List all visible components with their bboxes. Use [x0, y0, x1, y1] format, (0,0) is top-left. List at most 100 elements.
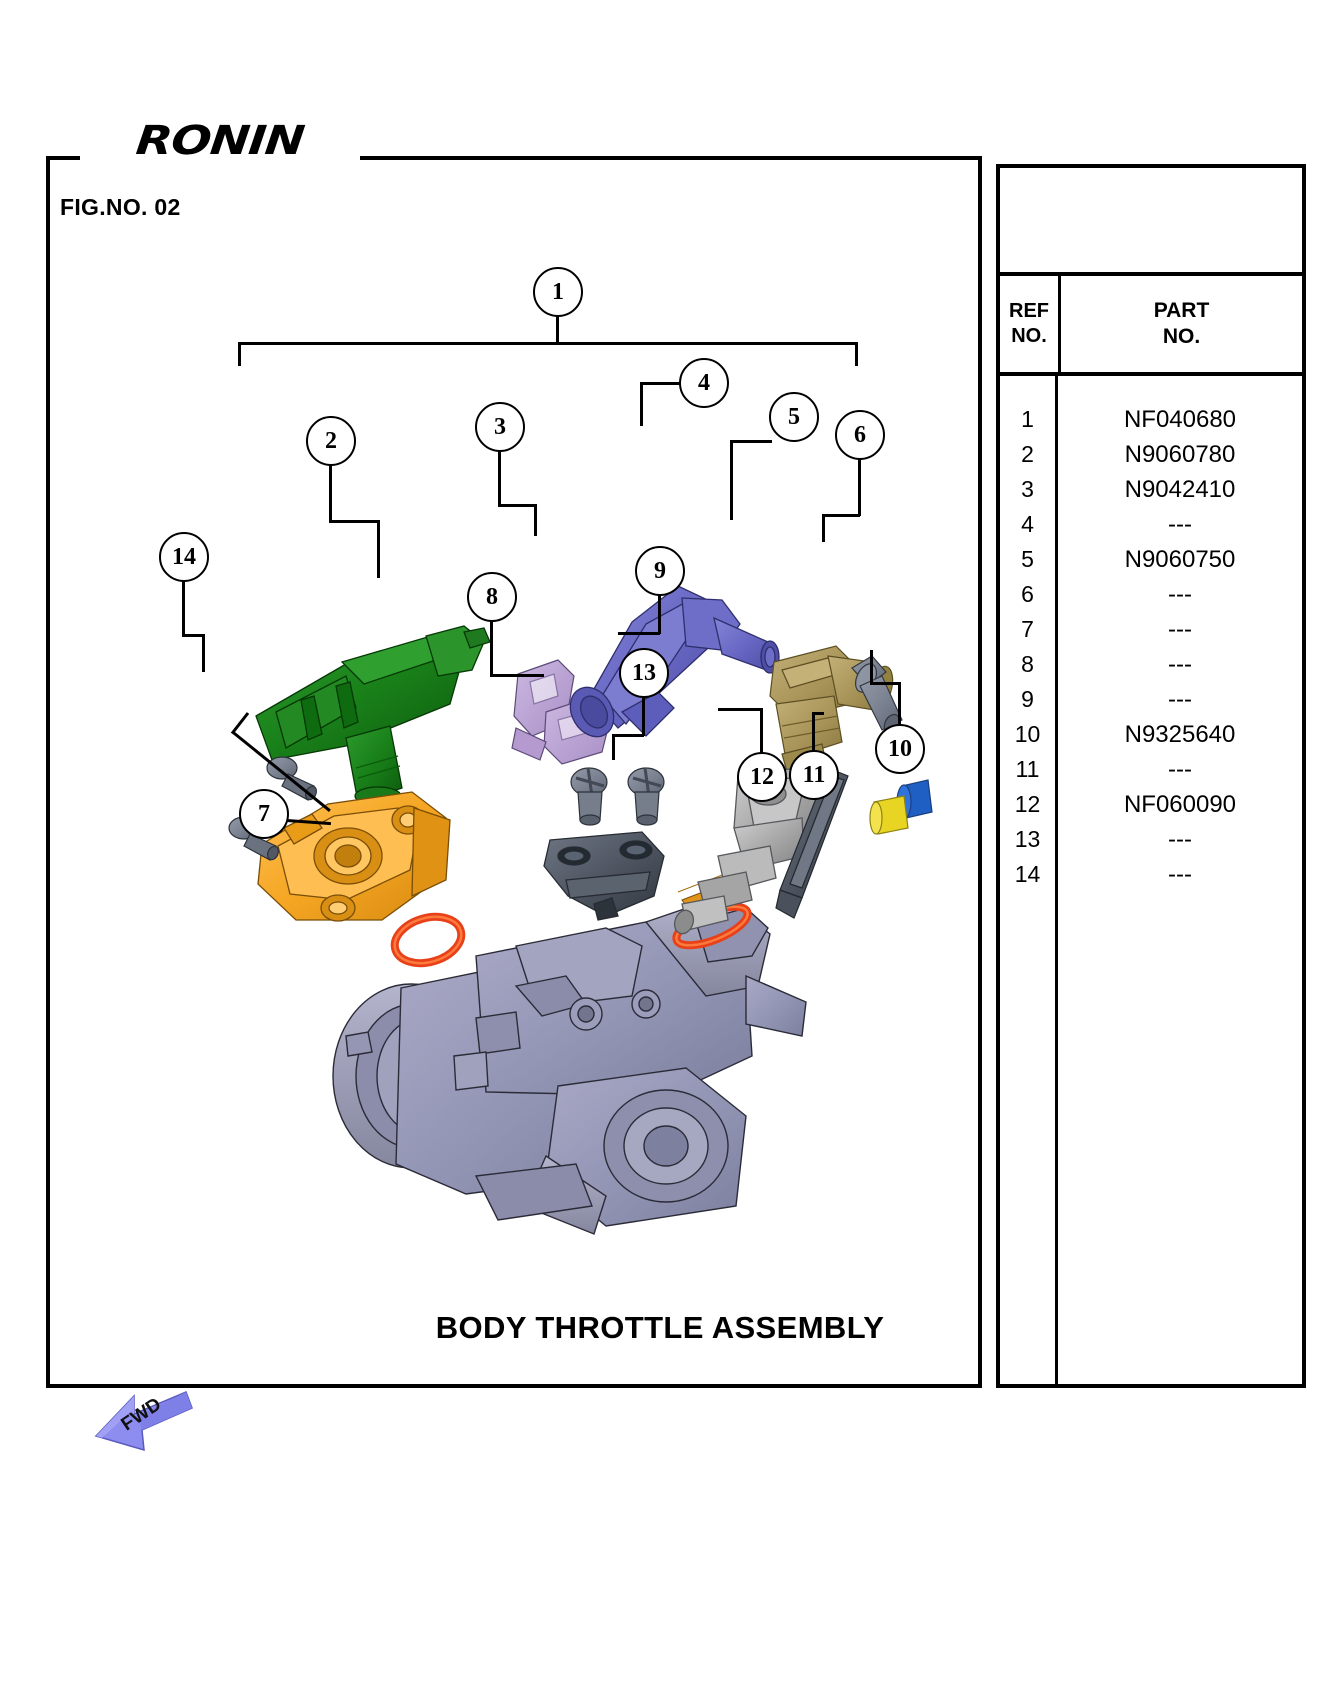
leader-line-1-stem	[556, 313, 559, 343]
leader-line-13-drop	[612, 734, 615, 760]
leader-line-14-drop	[202, 634, 205, 672]
assembly-title: BODY THROTTLE ASSEMBLY	[435, 1310, 885, 1345]
callout-balloon-4[interactable]: 4	[679, 358, 729, 408]
leader-line-12-elbow	[718, 708, 762, 711]
leader-line-5-stem	[730, 440, 772, 443]
callout-balloon-12[interactable]: 12	[737, 752, 787, 802]
leader-line-2-stem	[329, 462, 332, 522]
parts-table-part-cell: ---	[1168, 826, 1192, 853]
leader-line-13-stem	[642, 694, 645, 736]
header-ref-line2: NO.	[1011, 325, 1047, 347]
parts-table-part-cell: ---	[1168, 581, 1192, 608]
callout-label-7: 7	[258, 800, 270, 827]
parts-table-ref-cell: 2	[1021, 441, 1034, 467]
leader-line-1-bracket	[238, 342, 858, 345]
header-part-line2: NO.	[1162, 325, 1201, 348]
callout-label-14: 14	[172, 543, 196, 570]
leader-line-8-elbow	[490, 674, 544, 677]
callout-balloon-7[interactable]: 7	[239, 789, 289, 839]
parts-table-ref-cell: 10	[1014, 721, 1041, 747]
parts-table-part-cell: N9060780	[1124, 441, 1236, 468]
callout-label-3: 3	[494, 413, 506, 440]
fwd-direction-arrow-icon	[94, 1391, 193, 1452]
callout-balloon-1[interactable]: 1	[533, 267, 583, 317]
callout-balloon-10[interactable]: 10	[875, 724, 925, 774]
parts-table-ref-cell: 13	[1014, 826, 1041, 852]
parts-table-header-row: REF NO. PART NO.	[1000, 272, 1302, 376]
parts-table-ref-cell: 8	[1021, 651, 1034, 677]
leader-line-3-drop	[534, 504, 537, 536]
parts-table-ref-cell: 11	[1015, 756, 1040, 782]
parts-table-part-cell: ---	[1168, 861, 1192, 888]
callout-label-11: 11	[802, 761, 826, 788]
leader-line-8-stem	[490, 618, 493, 676]
parts-table-ref-cell: 4	[1021, 511, 1034, 537]
leader-line-1-left-tick	[238, 342, 241, 366]
leader-line-3-stem	[498, 448, 501, 506]
callout-label-4: 4	[698, 369, 710, 396]
callout-balloon-5[interactable]: 5	[769, 392, 819, 442]
callout-label-8: 8	[486, 583, 498, 610]
leader-line-14-stem	[182, 578, 185, 636]
leader-line-6-elbow	[822, 514, 860, 517]
callout-label-13: 13	[632, 659, 656, 686]
parts-table-ref-cell: 6	[1021, 581, 1034, 607]
callout-label-10: 10	[888, 735, 912, 762]
leader-line-12-stem	[760, 708, 763, 756]
header-part-line1: PART	[1153, 298, 1210, 322]
parts-table-ref-cell: 1	[1021, 406, 1034, 432]
callout-balloon-6[interactable]: 6	[835, 410, 885, 460]
leader-line-11-elbow	[812, 712, 824, 715]
callout-label-9: 9	[654, 557, 666, 584]
parts-table-part-cell: ---	[1168, 511, 1192, 538]
callout-label-5: 5	[788, 403, 800, 430]
leader-line-10-elbow	[870, 682, 900, 685]
leader-line-4-stem	[640, 382, 690, 385]
callout-label-2: 2	[325, 427, 337, 454]
parts-table-ref-cell: 14	[1014, 861, 1041, 887]
callout-balloon-3[interactable]: 3	[475, 402, 525, 452]
parts-table-part-cell: N9042410	[1124, 476, 1236, 503]
leader-line-3-elbow	[498, 504, 536, 507]
leader-line-2-elbow	[329, 520, 379, 523]
leader-line-2-drop	[377, 520, 380, 578]
parts-table-ref-cell: 12	[1014, 791, 1041, 817]
callout-balloon-14[interactable]: 14	[159, 532, 209, 582]
leader-line-6-stem	[858, 456, 861, 516]
leader-line-5-drop	[730, 440, 733, 520]
leader-line-4-drop	[640, 382, 643, 426]
leader-line-1-right-tick	[855, 342, 858, 366]
callout-label-12: 12	[750, 763, 774, 790]
parts-table-part-cell: N9325640	[1124, 721, 1236, 748]
exploded-assembly-illustration	[228, 585, 933, 1235]
parts-table-part-cell: NF060090	[1123, 791, 1237, 818]
callout-balloon-13[interactable]: 13	[619, 648, 669, 698]
callout-balloon-8[interactable]: 8	[467, 572, 517, 622]
leader-line-13-elbow	[612, 734, 644, 737]
parts-table-ref-cell: 5	[1021, 546, 1034, 572]
parts-table-ref-cell: 7	[1021, 616, 1034, 642]
callout-balloon-11[interactable]: 11	[789, 750, 839, 800]
leader-line-10-stem	[898, 682, 901, 730]
parts-table-ref-cell: 9	[1021, 686, 1034, 712]
leader-line-9-elbow	[618, 632, 660, 635]
parts-table-frame	[996, 164, 1306, 1388]
leader-line-6-drop	[822, 514, 825, 542]
header-ref-line1: REF	[1009, 300, 1049, 322]
brand-logo: RONIN	[80, 118, 360, 164]
parts-table-ref-cell: 3	[1021, 476, 1034, 502]
parts-table-header-ref: REF NO.	[1000, 276, 1061, 372]
parts-table-part-cell: ---	[1168, 651, 1192, 678]
leader-line-11-stem	[812, 712, 815, 756]
callout-label-1: 1	[552, 278, 564, 305]
callout-balloon-9[interactable]: 9	[635, 546, 685, 596]
leader-line-14-elbow	[182, 634, 204, 637]
parts-table-header-part: PART NO.	[1061, 276, 1302, 372]
leader-line-9-stem	[658, 592, 661, 634]
leader-line-10-drop	[870, 650, 873, 684]
callout-balloon-2[interactable]: 2	[306, 416, 356, 466]
